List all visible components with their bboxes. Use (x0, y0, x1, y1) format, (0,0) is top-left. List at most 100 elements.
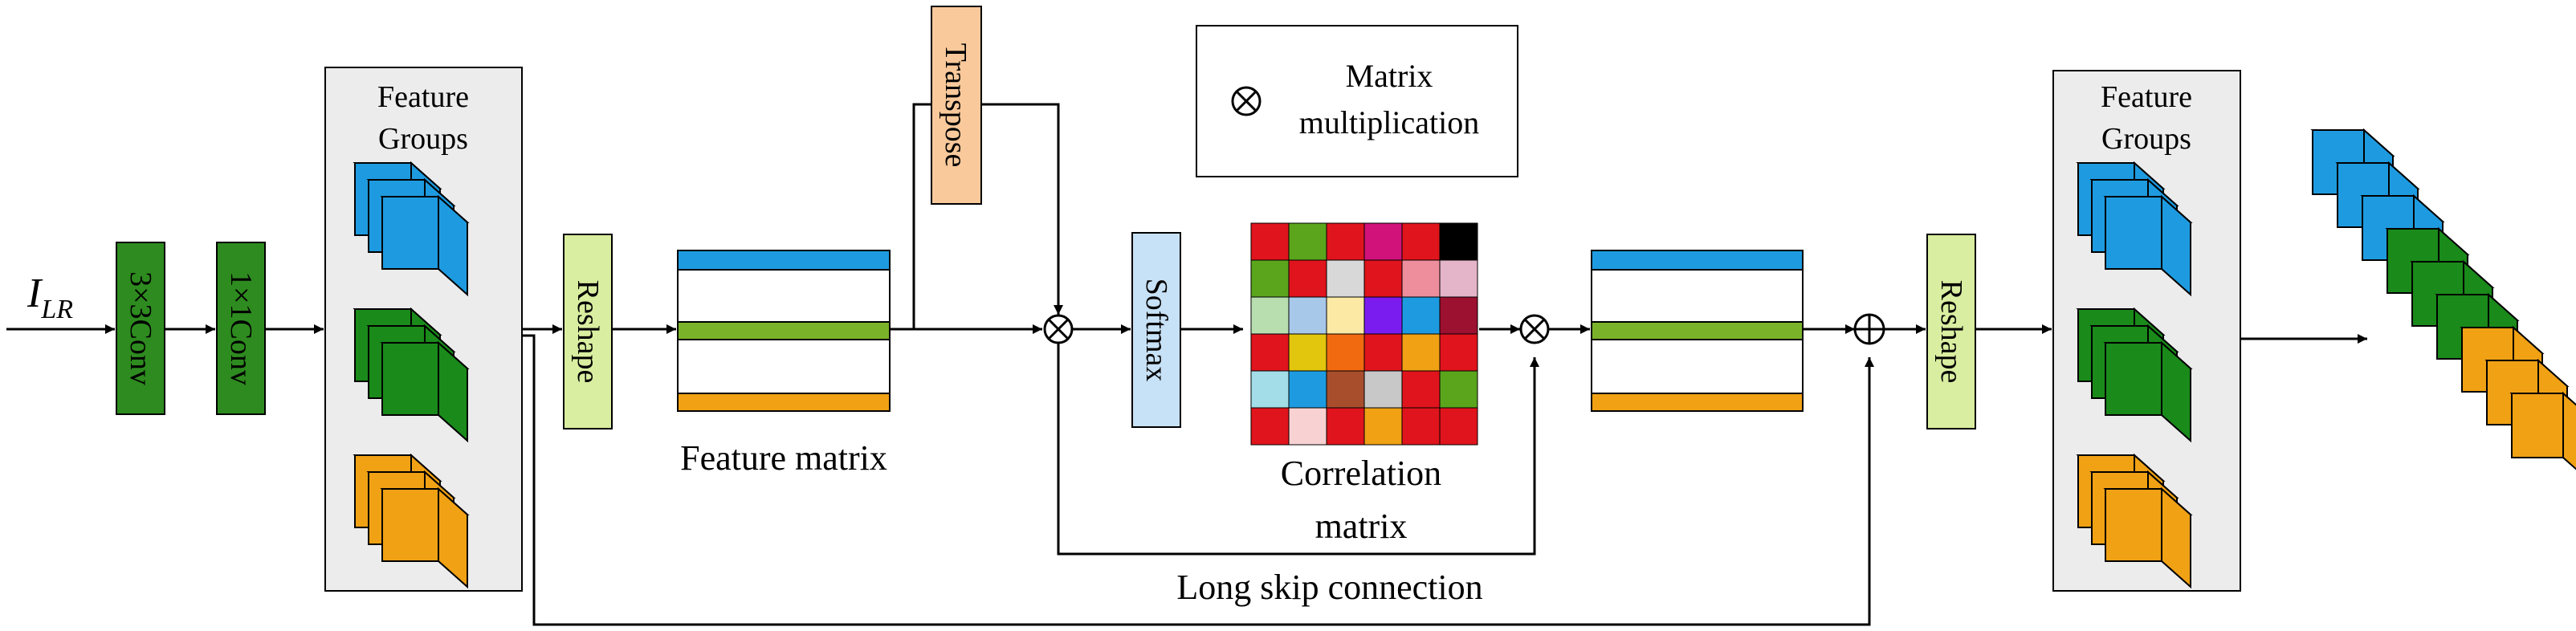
cube-stack-green (2076, 307, 2193, 443)
legend: Matrix multiplication (1196, 25, 1518, 177)
output-cube (2509, 391, 2576, 470)
matmul-node-2 (1519, 314, 1550, 344)
sum-node (1853, 313, 1885, 345)
correlation-cell (1363, 296, 1403, 335)
conv3x3-block: 3×3Conv (116, 242, 165, 415)
softmax-label: Softmax (1139, 279, 1173, 382)
correlation-cell (1326, 370, 1365, 409)
result-matrix (1591, 250, 1804, 412)
legend-line-2: multiplication (1299, 104, 1479, 140)
feature-groups-left: Feature Groups (324, 67, 523, 592)
result-matrix-row-orange (1591, 393, 1804, 412)
cube-stack-orange-cube (2103, 486, 2193, 589)
correlation-matrix-label-2: matrix (1315, 507, 1408, 546)
correlation-cell (1326, 222, 1365, 261)
transpose-block: Transpose (931, 6, 982, 205)
matmul-node-1 (1043, 314, 1074, 344)
cube-stack-green-cube (2103, 340, 2193, 443)
skip-line (522, 334, 1874, 626)
result-matrix-row-blue (1591, 250, 1804, 271)
correlation-cell (1288, 222, 1327, 261)
conv1x1-block: 1×1Conv (216, 242, 266, 415)
correlation-cell (1439, 222, 1478, 261)
correlation-cell (1401, 296, 1441, 335)
cube-stack-orange (2076, 453, 2193, 589)
correlation-cell (1401, 222, 1441, 261)
reshape-left-block: Reshape (563, 234, 613, 429)
correlation-cell (1326, 259, 1365, 298)
conv3x3-box (116, 242, 165, 415)
correlation-cell (1288, 259, 1327, 298)
long-skip-label: Long skip connection (1176, 568, 1482, 607)
cube-stack-blue-cube (380, 194, 470, 297)
cube-stack-orange-cube (380, 486, 470, 589)
cube-stack-blue (2076, 161, 2193, 297)
cube-stacks-left (353, 161, 470, 589)
correlation-cell (1439, 296, 1478, 335)
correlation-cell (1326, 407, 1365, 446)
reshape-right-box (1926, 234, 1976, 429)
correlation-cell (1250, 333, 1290, 372)
correlation-cell (1250, 370, 1290, 409)
feature-groups-left-title-2: Groups (378, 122, 468, 156)
cube-stack-orange (353, 453, 470, 589)
reshape-left-box (563, 234, 613, 429)
feature-matrix-row-orange (677, 393, 891, 412)
correlation-cell (1401, 407, 1441, 446)
feature-groups-right: Feature Groups (2052, 70, 2241, 592)
correlation-cell (1439, 407, 1478, 446)
correlation-cell (1363, 370, 1403, 409)
softmax-block: Softmax (1131, 232, 1181, 428)
correlation-cell (1401, 370, 1441, 409)
feature-matrix-row-green (677, 321, 891, 340)
correlation-cell (1401, 333, 1441, 372)
correlation-cell (1250, 259, 1290, 298)
feature-groups-right-title-2: Groups (2101, 122, 2191, 156)
correlation-cell (1288, 333, 1327, 372)
feature-matrix-row-blue (677, 250, 891, 271)
cube-stack-green (353, 307, 470, 443)
correlation-cell (1363, 333, 1403, 372)
legend-otimes-icon (1231, 86, 1262, 116)
cube-stacks-right (2076, 161, 2193, 589)
correlation-cell (1401, 259, 1441, 298)
conv1x1-label: 1×1Conv (224, 271, 258, 385)
feature-matrix (677, 250, 891, 412)
correlation-cell (1250, 407, 1290, 446)
reshape-right-label: Reshape (1934, 280, 1968, 384)
reshape-left-label: Reshape (571, 280, 605, 384)
result-matrix-row-green (1591, 321, 1804, 340)
output-tensor (2310, 128, 2576, 470)
correlation-cell (1250, 222, 1290, 261)
connectors (6, 103, 2367, 626)
correlation-cell (1439, 370, 1478, 409)
correlation-cell (1288, 407, 1327, 446)
correlation-cell (1288, 296, 1327, 335)
correlation-cell (1288, 370, 1327, 409)
conv3x3-label: 3×3Conv (124, 271, 157, 385)
correlation-cell (1326, 333, 1365, 372)
feature-matrix-label: Feature matrix (680, 438, 887, 478)
legend-line-1: Matrix (1346, 58, 1433, 94)
transpose-label: Transpose (939, 43, 972, 168)
cube-stack-blue-cube (2103, 194, 2193, 297)
correlation-cell (1363, 407, 1403, 446)
feature-groups-right-title-1: Feature (2101, 80, 2192, 114)
cube-stack-blue (353, 161, 470, 297)
cube-stack-green-cube (380, 340, 470, 443)
reshape-right-block: Reshape (1926, 234, 1976, 429)
loop-line (1057, 344, 1539, 556)
correlation-matrix-label-1: Correlation (1281, 454, 1441, 493)
correlation-cell (1363, 259, 1403, 298)
feature-groups-left-title-1: Feature (377, 80, 469, 114)
input-label: ILR (26, 271, 73, 324)
correlation-cell (1439, 259, 1478, 298)
transpose-box (931, 6, 982, 205)
correlation-cell (1326, 296, 1365, 335)
correlation-cell (1363, 222, 1403, 261)
correlation-cell (1439, 333, 1478, 372)
correlation-matrix (1250, 222, 1478, 446)
arrow-transpose-otimes (981, 103, 1063, 315)
conv1x1-box (216, 242, 266, 415)
